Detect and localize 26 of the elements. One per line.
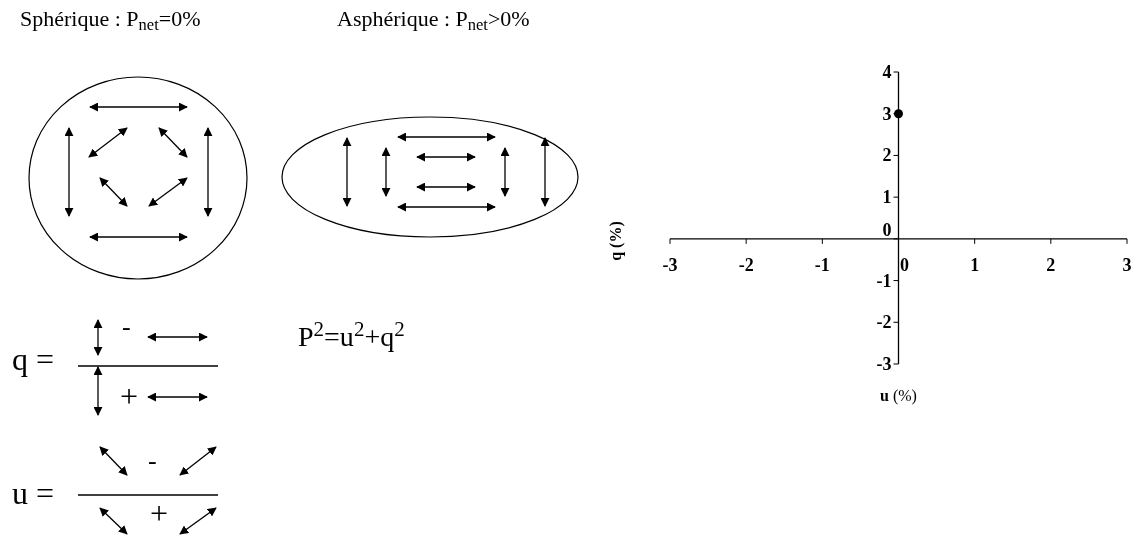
x-tick-label: -1	[814, 254, 830, 275]
y-tick-label: -1	[876, 270, 892, 291]
y-tick-label: 2	[882, 145, 892, 166]
y-tick-label: -2	[876, 312, 892, 333]
minus-sign: -	[122, 314, 131, 340]
x-tick-label: 3	[1122, 254, 1132, 275]
x-tick-label: -3	[662, 254, 678, 275]
x-tick-label: 2	[1046, 254, 1056, 275]
formula-text: u =	[12, 477, 55, 509]
x-tick-label: -2	[738, 254, 754, 275]
heading: Sphérique : P$_{net}$=0%	[20, 8, 201, 30]
y-tick-label: 4	[882, 62, 892, 82]
y-tick-label: 3	[882, 103, 892, 124]
plus-sign: +	[150, 497, 169, 529]
y-axis-title: q (%)	[605, 221, 626, 261]
y-tick-label: 1	[882, 187, 892, 208]
y-tick-label: 0	[882, 219, 892, 240]
x-tick-label: 0	[900, 254, 909, 275]
heading: Asphérique : P$_{net}$>0%	[337, 8, 530, 30]
formula-text: P$^{2}$=u$^{2}$+q$^{2}$	[298, 323, 405, 351]
plus-sign: +	[120, 380, 139, 412]
minus-sign: -	[148, 448, 157, 474]
x-tick-label: 1	[970, 254, 980, 275]
x-axis-title: u (%)	[880, 386, 917, 407]
y-tick-label: -3	[876, 354, 892, 374]
formula-text: q =	[12, 343, 55, 375]
